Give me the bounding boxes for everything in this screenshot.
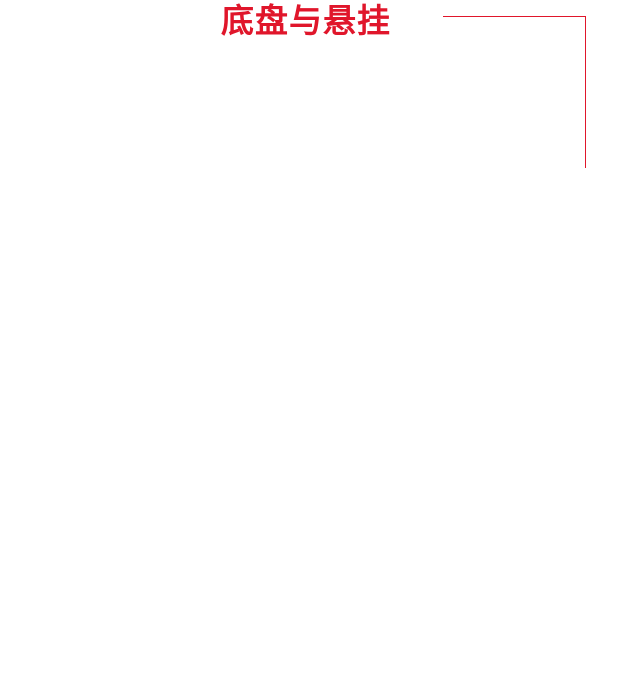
section-header: 底盘与悬挂 [0, 0, 640, 180]
decorative-horizontal-rule [443, 16, 586, 17]
section-title: 底盘与悬挂 [221, 1, 391, 40]
decorative-vertical-rule [585, 16, 586, 168]
